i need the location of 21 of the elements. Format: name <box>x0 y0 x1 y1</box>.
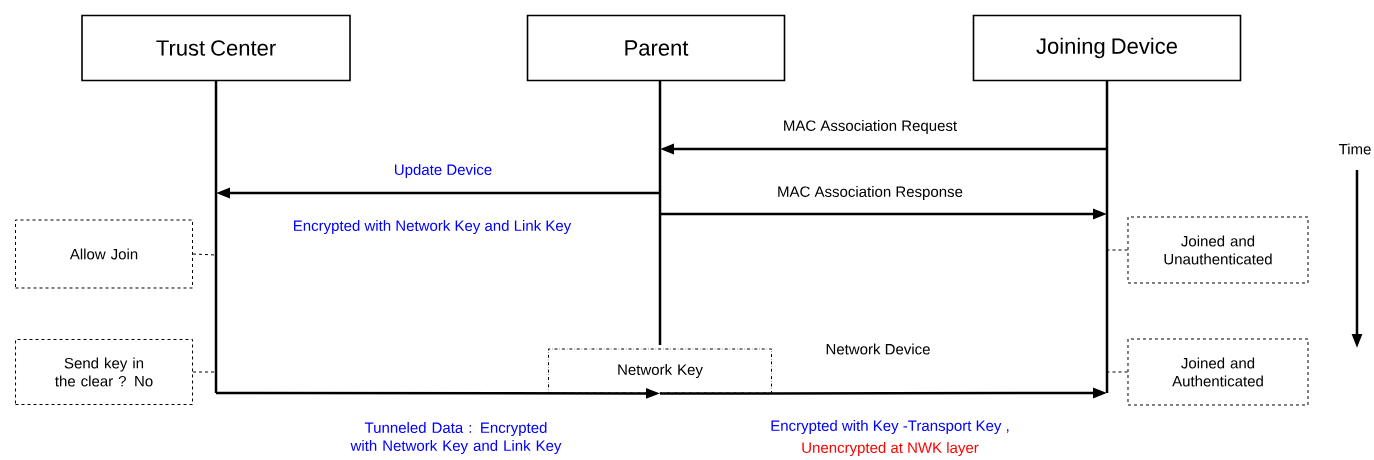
note-text: Tunneled Data : Encrypted with Network Key and Link Key <box>350 422 562 454</box>
message-label: Network Device <box>826 343 930 355</box>
connector-line <box>1106 371 1128 373</box>
participant-box: Trust Center <box>81 14 351 82</box>
note-text: Encrypted with Key -Transport Key , <box>771 420 1009 434</box>
connector-line <box>1106 249 1128 251</box>
connector-line <box>192 371 217 373</box>
participant-box: Joining Device <box>972 14 1242 82</box>
note-box: Joined and Unauthenticated <box>1127 216 1309 284</box>
message-label: Update Device <box>395 164 492 178</box>
key-box: Network Key <box>548 348 772 394</box>
message-label: MAC Association Request <box>784 120 957 134</box>
note-text: Time <box>1338 143 1371 155</box>
note-text: Unencrypted at NWK layer <box>802 442 979 456</box>
connector-line <box>192 253 217 256</box>
note-box: Joined and Authenticated <box>1127 338 1309 406</box>
participant-box: Parent <box>526 14 786 82</box>
note-box: Send key in the clear ? No <box>15 339 193 405</box>
note-text: Encrypted with Network Key and Link Key <box>294 220 572 234</box>
note-box: Allow Join <box>15 219 193 289</box>
message-label: MAC Association Response <box>778 186 963 200</box>
